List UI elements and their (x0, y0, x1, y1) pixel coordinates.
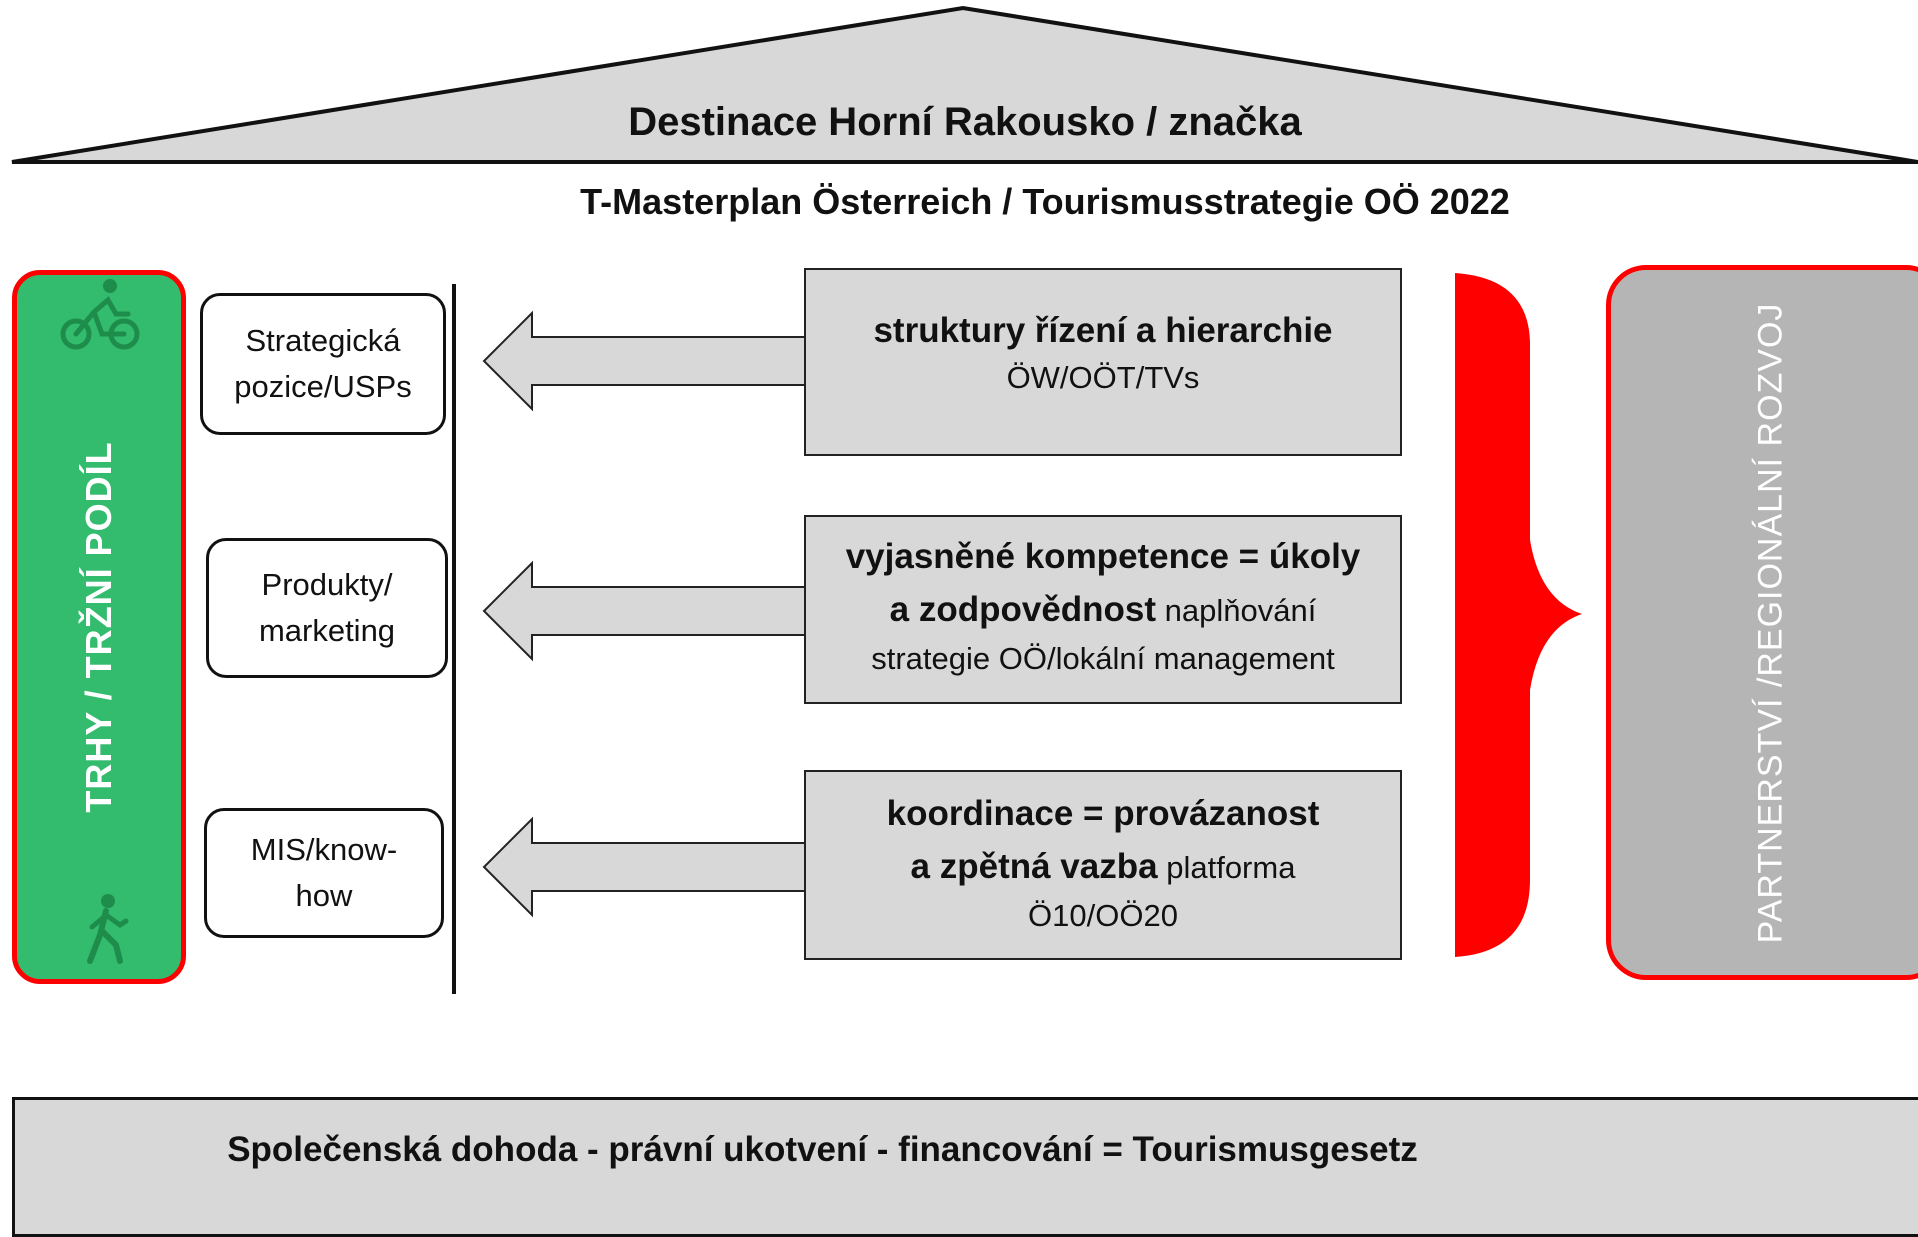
box-text: naplňování (1164, 592, 1317, 628)
foundation: Společenská dohoda - právní ukotvení - f… (12, 1097, 1918, 1237)
box-structures: struktury řízení a hierarchie ÖW/OÖT/TVs (804, 268, 1402, 456)
arrow-1 (482, 310, 804, 412)
tag-line: Produkty/ (261, 566, 393, 602)
box-heading: struktury řízení a hierarchie (873, 311, 1333, 350)
cyclist-icon (60, 279, 140, 350)
tag-mis-knowhow: MIS/know-how (204, 808, 444, 938)
arrow-2 (482, 560, 804, 662)
tag-line: MIS/know- (250, 831, 398, 867)
divider-line (452, 284, 456, 994)
box-text: ÖW/OÖT/TVs (1006, 359, 1200, 395)
roof (11, 5, 1918, 164)
box-heading: koordinace = provázanost (886, 794, 1320, 833)
box-text-2: strategie OÖ/lokální management (871, 641, 1335, 676)
arrow-3 (482, 816, 804, 918)
box-competences: vyjasněné kompetence = úkoly a zodpovědn… (804, 515, 1402, 704)
walker-icon (87, 894, 129, 964)
tag-line: Strategická (245, 322, 401, 358)
foundation-text: Společenská dohoda - právní ukotvení - f… (227, 1130, 1418, 1169)
box-heading-2: a zodpovědnost (889, 589, 1157, 629)
brace (1455, 273, 1582, 957)
tag-line: pozice/USPs (234, 369, 412, 404)
tag-line: marketing (258, 613, 396, 648)
right-pillar: PARTNERSTVÍ /REGIONÁLNÍ ROZVOJ (1606, 265, 1918, 980)
left-pillar: TRHY / TRŽNÍ PODÍL (12, 270, 186, 984)
box-text-2: Ö10/OÖ20 (1028, 898, 1178, 933)
box-text: platforma (1166, 849, 1296, 885)
tag-strategic-position: Strategická pozice/USPs (200, 293, 446, 435)
roof-title: Destinace Horní Rakousko / značka (628, 100, 1302, 144)
tag-products-marketing: Produkty/marketing (206, 538, 448, 678)
box-heading-2: a zpětná vazba (910, 846, 1158, 886)
subtitle: T-Masterplan Österreich / Tourismusstrat… (580, 181, 1510, 222)
tag-line: how (295, 878, 353, 913)
left-pillar-label: TRHY / TRŽNÍ PODÍL (78, 441, 119, 813)
box-coordination: koordinace = provázanost a zpětná vazba … (804, 770, 1402, 960)
right-pillar-label: PARTNERSTVÍ /REGIONÁLNÍ ROZVOJ (1751, 302, 1790, 943)
box-heading: vyjasněné kompetence = úkoly (845, 537, 1361, 576)
